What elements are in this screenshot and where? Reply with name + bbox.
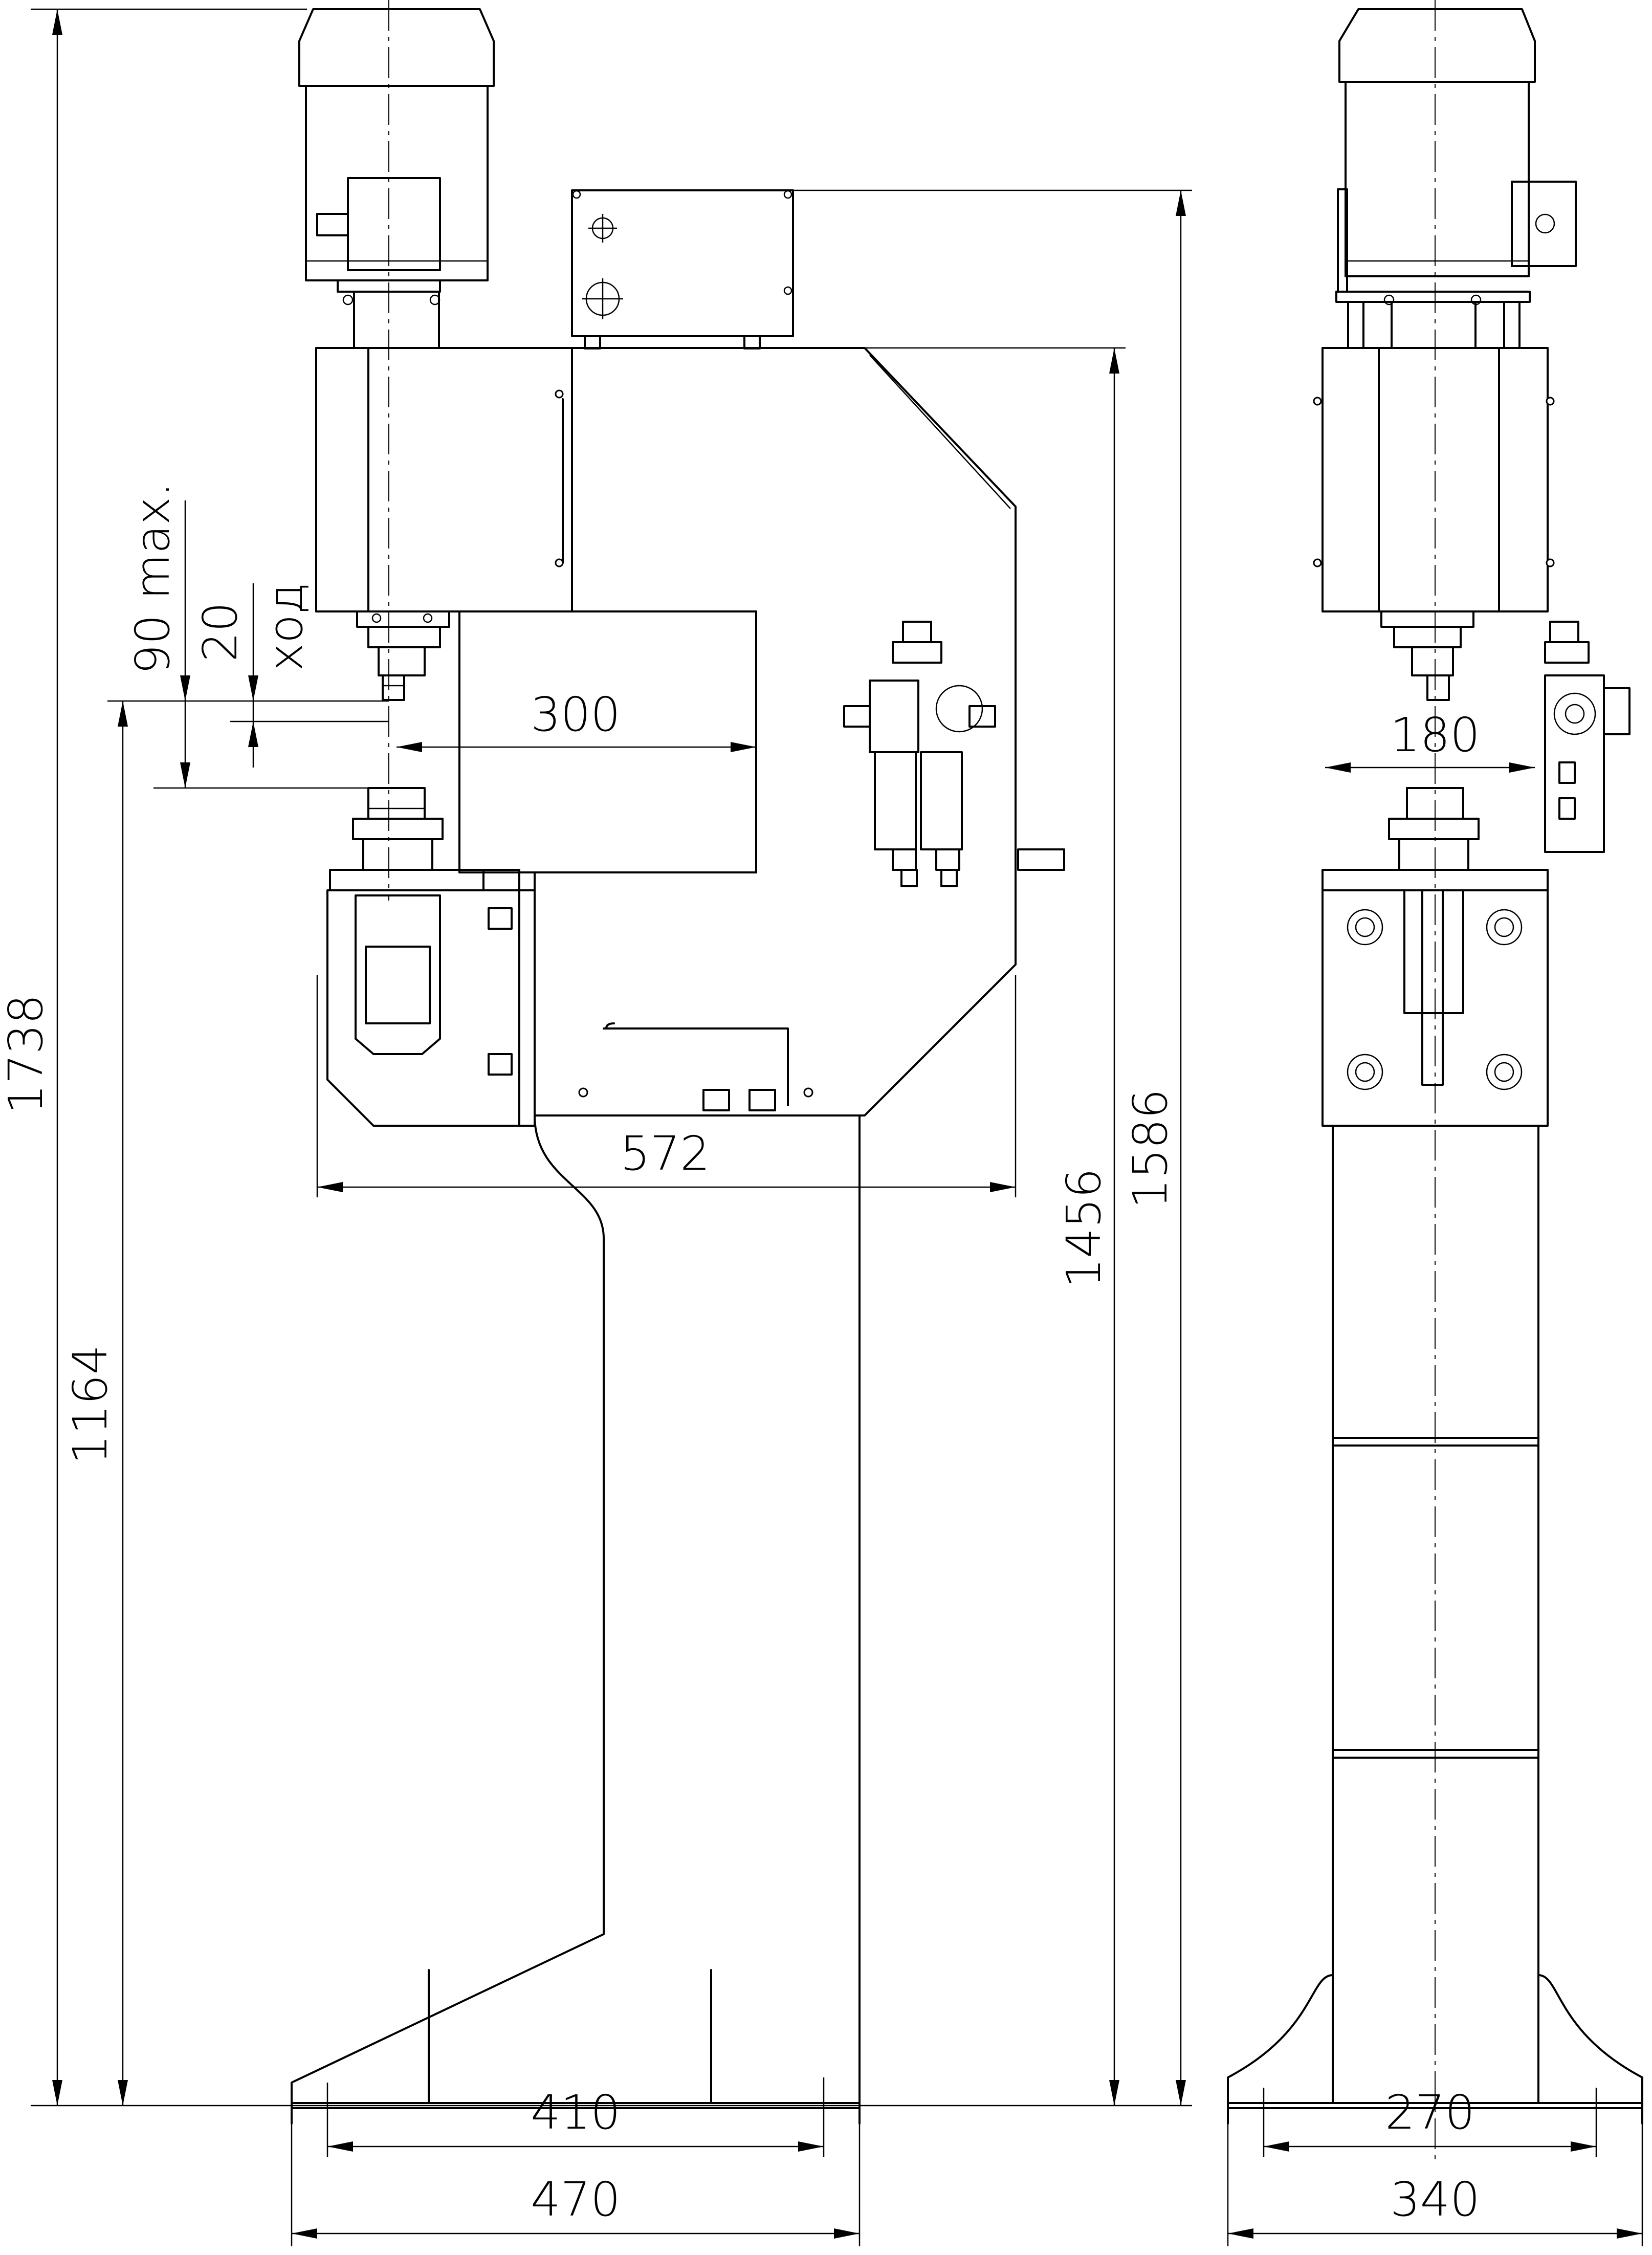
side-dimensions [1227, 762, 1643, 2246]
side-head [1313, 347, 1555, 701]
front-view [31, 0, 1192, 2246]
dimension-labels: 1738 1164 1456 1586 90 max. 20 ход 300 5… [0, 482, 1480, 2227]
dim-side-base-inner: 270 [1385, 2085, 1475, 2140]
dim-guard-height: 1586 [1123, 1089, 1178, 1209]
dim-base-inner: 410 [531, 2085, 621, 2140]
front-motor [298, 8, 495, 349]
front-c-frame [315, 347, 1017, 1116]
front-column [291, 1022, 861, 2125]
dim-base-outer: 470 [531, 2172, 621, 2227]
dim-frame-width: 572 [620, 1126, 710, 1181]
dim-frame-height: 1456 [1056, 1168, 1111, 1288]
side-air-unit [1544, 621, 1631, 853]
front-dimensions [31, 8, 1192, 2246]
side-lower-tool [1321, 787, 1549, 1127]
front-air-unit [843, 621, 1065, 887]
side-view [1227, 0, 1643, 2246]
front-upper-tool [356, 610, 450, 701]
dim-table-height: 1164 [63, 1345, 118, 1464]
dim-stroke: 20 [193, 602, 248, 662]
side-motor [1335, 8, 1577, 349]
dim-open-height: 90 max. [125, 482, 180, 674]
dim-stroke-label: ход [258, 582, 313, 671]
dim-side-width: 180 [1390, 708, 1480, 762]
dim-throat-depth: 300 [531, 687, 621, 742]
front-control-box [571, 189, 794, 349]
front-lower-tool [326, 787, 536, 1127]
dim-overall-height: 1738 [0, 994, 53, 1114]
dim-side-base-outer: 340 [1390, 2172, 1480, 2227]
